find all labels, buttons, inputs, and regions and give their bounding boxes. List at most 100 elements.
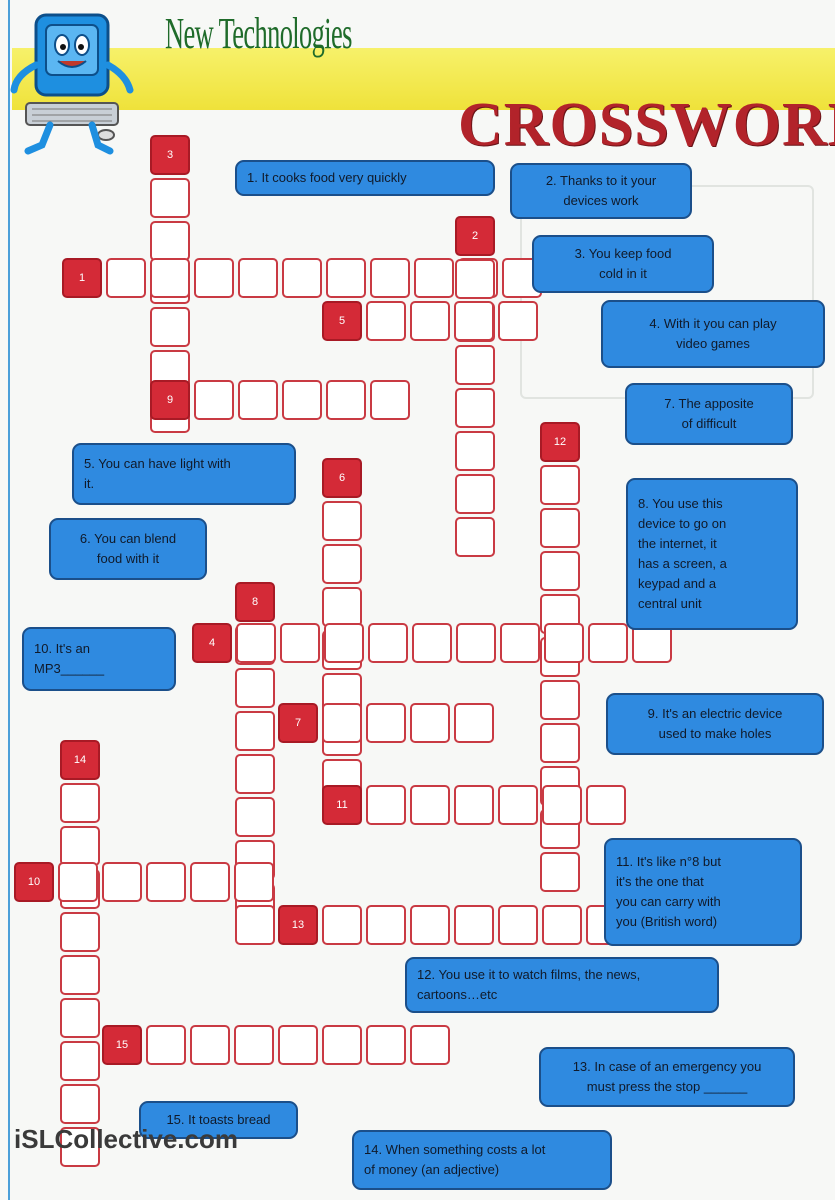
- answer-cell[interactable]: [456, 623, 496, 663]
- answer-cell[interactable]: [454, 703, 494, 743]
- answer-cell[interactable]: [540, 465, 580, 505]
- answer-cell[interactable]: [542, 785, 582, 825]
- answer-cell[interactable]: [588, 623, 628, 663]
- clue-line: device to go on: [638, 516, 727, 531]
- answer-cell[interactable]: [280, 623, 320, 663]
- answer-cell[interactable]: [322, 544, 362, 584]
- answer-cell[interactable]: [410, 785, 450, 825]
- answer-cell[interactable]: [106, 258, 146, 298]
- clue-text: 1. It cooks food very quickly: [247, 168, 407, 188]
- answer-cell[interactable]: [498, 301, 538, 341]
- answer-cell[interactable]: [150, 258, 190, 298]
- answer-cell[interactable]: [540, 680, 580, 720]
- answer-cell[interactable]: [235, 668, 275, 708]
- clue-box-15: 15. It toasts bread: [139, 1101, 298, 1139]
- answer-cell[interactable]: [190, 862, 230, 902]
- answer-cell[interactable]: [498, 905, 538, 945]
- answer-cell[interactable]: [236, 623, 276, 663]
- answer-cell[interactable]: [235, 797, 275, 837]
- answer-cell[interactable]: [238, 380, 278, 420]
- clue-number-cell-10: 10: [14, 862, 54, 902]
- answer-cell[interactable]: [454, 785, 494, 825]
- clue-line: 6. You can blend: [79, 531, 177, 546]
- clue-line: 10. It's an: [34, 641, 90, 656]
- answer-cell[interactable]: [540, 852, 580, 892]
- answer-cell[interactable]: [60, 955, 100, 995]
- clue-line: must press the stop ______: [586, 1079, 748, 1094]
- answer-cell[interactable]: [235, 711, 275, 751]
- answer-cell[interactable]: [102, 862, 142, 902]
- answer-cell[interactable]: [410, 1025, 450, 1065]
- answer-cell[interactable]: [366, 905, 406, 945]
- clue-number-cell-2: 2: [455, 216, 495, 256]
- answer-cell[interactable]: [146, 862, 186, 902]
- answer-cell[interactable]: [410, 905, 450, 945]
- answer-cell[interactable]: [60, 998, 100, 1038]
- answer-cell[interactable]: [455, 517, 495, 557]
- answer-cell[interactable]: [60, 912, 100, 952]
- answer-cell[interactable]: [414, 258, 454, 298]
- answer-cell[interactable]: [366, 301, 406, 341]
- answer-cell[interactable]: [150, 221, 190, 261]
- answer-cell[interactable]: [278, 1025, 318, 1065]
- answer-cell[interactable]: [322, 587, 362, 627]
- clue-line: 1. It cooks food very quickly: [247, 170, 407, 185]
- answer-cell[interactable]: [455, 431, 495, 471]
- answer-cell[interactable]: [58, 862, 98, 902]
- clue-line: it's the one that: [616, 874, 704, 889]
- answer-cell[interactable]: [586, 785, 626, 825]
- answer-cell[interactable]: [234, 1025, 274, 1065]
- answer-cell[interactable]: [540, 508, 580, 548]
- answer-cell[interactable]: [322, 703, 362, 743]
- clue-line: 13. In case of an emergency you: [572, 1059, 762, 1074]
- answer-cell[interactable]: [498, 785, 538, 825]
- clue-number-cell-3: 3: [150, 135, 190, 175]
- answer-cell[interactable]: [322, 501, 362, 541]
- answer-cell[interactable]: [544, 623, 584, 663]
- answer-cell[interactable]: [322, 1025, 362, 1065]
- answer-cell[interactable]: [540, 551, 580, 591]
- answer-cell[interactable]: [194, 258, 234, 298]
- answer-cell[interactable]: [326, 380, 366, 420]
- answer-cell[interactable]: [455, 259, 495, 299]
- answer-cell[interactable]: [410, 703, 450, 743]
- answer-cell[interactable]: [234, 862, 274, 902]
- answer-cell[interactable]: [150, 307, 190, 347]
- answer-cell[interactable]: [60, 1084, 100, 1124]
- answer-cell[interactable]: [235, 905, 275, 945]
- answer-cell[interactable]: [60, 1127, 100, 1167]
- answer-cell[interactable]: [150, 178, 190, 218]
- answer-cell[interactable]: [370, 258, 410, 298]
- answer-cell[interactable]: [235, 754, 275, 794]
- answer-cell[interactable]: [540, 723, 580, 763]
- answer-cell[interactable]: [455, 474, 495, 514]
- answer-cell[interactable]: [282, 380, 322, 420]
- answer-cell[interactable]: [60, 1041, 100, 1081]
- answer-cell[interactable]: [60, 783, 100, 823]
- answer-cell[interactable]: [238, 258, 278, 298]
- answer-cell[interactable]: [324, 623, 364, 663]
- clue-number-cell-5: 5: [322, 301, 362, 341]
- answer-cell[interactable]: [500, 623, 540, 663]
- answer-cell[interactable]: [282, 258, 322, 298]
- answer-cell[interactable]: [190, 1025, 230, 1065]
- answer-cell[interactable]: [326, 258, 366, 298]
- answer-cell[interactable]: [455, 345, 495, 385]
- answer-cell[interactable]: [194, 380, 234, 420]
- answer-cell[interactable]: [60, 826, 100, 866]
- answer-cell[interactable]: [370, 380, 410, 420]
- answer-cell[interactable]: [146, 1025, 186, 1065]
- answer-cell[interactable]: [366, 1025, 406, 1065]
- answer-cell[interactable]: [368, 623, 408, 663]
- answer-cell[interactable]: [455, 388, 495, 428]
- answer-cell[interactable]: [454, 905, 494, 945]
- answer-cell[interactable]: [542, 905, 582, 945]
- answer-cell[interactable]: [366, 703, 406, 743]
- answer-cell[interactable]: [366, 785, 406, 825]
- answer-cell[interactable]: [322, 905, 362, 945]
- answer-cell[interactable]: [412, 623, 452, 663]
- answer-cell[interactable]: [410, 301, 450, 341]
- answer-cell[interactable]: [454, 301, 494, 341]
